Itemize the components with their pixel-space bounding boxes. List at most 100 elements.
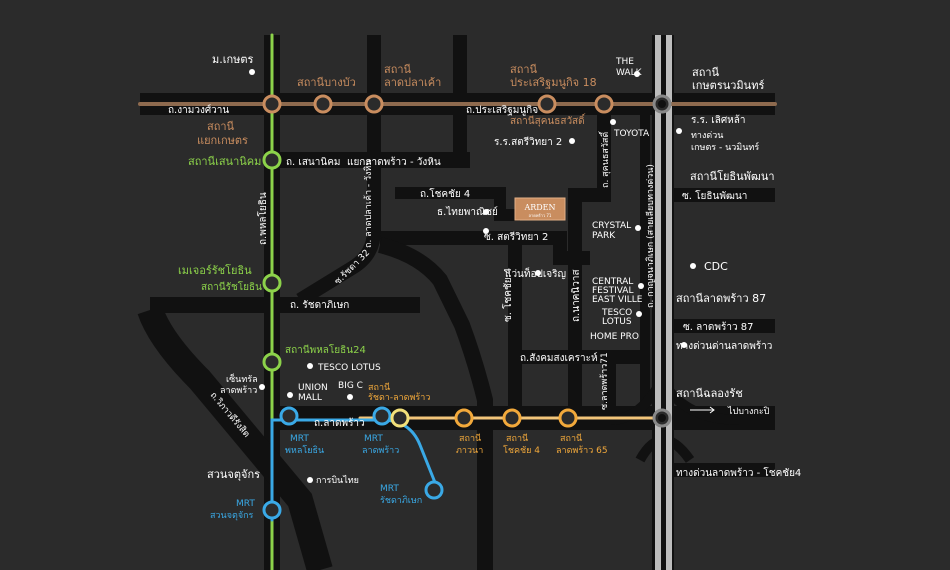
label-thewalk-2: WALK [616, 68, 643, 78]
brown-stations [262, 94, 614, 114]
label-kasetnawamin-1: สถานี [692, 66, 720, 79]
label-ratchayothin: สถานีรัชโยธิน [201, 280, 262, 293]
label-latphrao-road: ถ.ลาดพร้าว [314, 417, 365, 429]
label-bigc: BIG C [338, 381, 363, 391]
station-lat65[interactable] [558, 408, 578, 428]
station-mrt-phahon[interactable] [279, 406, 299, 426]
label-thewalk-1: THE [615, 57, 634, 67]
label-central-3: EAST VILLE [592, 295, 643, 305]
label-mrt-lat-1: MRT [364, 434, 383, 444]
label-ngamwongwan: ถ.งามวงศ์วาน [168, 104, 229, 116]
label-major: เมเจอร์รัชโยธิน [178, 263, 252, 277]
label-thai-airways: การบินไทย [316, 475, 359, 486]
station-phahon24[interactable] [262, 352, 282, 372]
road-curve-mid [377, 237, 493, 570]
station-prasert18[interactable] [537, 94, 557, 114]
label-crystal-1: CRYSTAL [592, 221, 631, 231]
label-lat87-road: ซ. ลาดพร้าว 87 [683, 321, 753, 333]
label-toyota: TOYOTA [613, 129, 650, 139]
arden-title: ARDEN [523, 203, 555, 212]
station-mrt-chatuchak[interactable] [262, 500, 282, 520]
label-crystal-2: PARK [592, 231, 616, 241]
label-sangkhom: ถ.สังคมสงเคราะห์ [520, 352, 598, 364]
station-mrt-ratchada[interactable] [424, 480, 444, 500]
label-central-2: FESTIVAL [592, 286, 633, 296]
station-kaset-inner [658, 100, 666, 108]
label-ratchada32: ซ.รัชดา 32 [333, 248, 372, 287]
label-chalong: สถานีฉลองรัช [676, 387, 743, 400]
label-chokchai4-v: ซ. โชคชัย 4 [501, 268, 514, 322]
label-mrt-phahon-1: MRT [290, 434, 309, 444]
label-mrt-lat-2: ลาดพร้าว [362, 445, 399, 456]
label-chokchai-2: โชคชัย 4 [503, 445, 540, 456]
label-lert: ร.ร. เลิศหล้า [691, 114, 746, 126]
label-yothin-station: สถานีโยธินพัฒนา [690, 169, 775, 183]
label-phahon-road: ถ.พหลโยธิน [256, 192, 269, 245]
label-yaekkaset-2: แยกเกษตร [197, 134, 248, 147]
label-senanikhom-station: สถานีเสนานิคม [188, 155, 261, 168]
label-nakniwat: ถ.นาคนิวาส [571, 269, 582, 322]
label-exp-lat-chok: ทางด่วนลาดพร้าว - โชคชัย4 [676, 466, 801, 479]
label-chokchai-1: สถานี [506, 433, 528, 444]
station-bangbua[interactable] [313, 94, 333, 114]
label-tesco2-1: TESCO [601, 308, 632, 318]
label-union-2: MALL [298, 393, 322, 403]
label-yaekkaset-1: สถานี [207, 120, 235, 133]
label-kanchana: ถ. กาญจนาภิเษก (สายเลียบทางด่วน) [645, 164, 656, 308]
label-bangkapi: ไปบางกะปิ [727, 406, 770, 417]
station-ratchayothin[interactable] [262, 273, 282, 293]
green-stations [262, 150, 282, 372]
label-ratchada-lat-1: สถานี [368, 382, 390, 393]
label-chatuchak-top: สวนจตุจักร [207, 468, 260, 481]
arden-sub: ลาดพร้าว 71 [529, 213, 552, 218]
station-latplakhao[interactable] [364, 94, 384, 114]
label-kasetnawamin-2: เกษตรนวมินทร์ [692, 79, 764, 92]
label-lat71: ซ.ลาดพร้าว71 [599, 352, 610, 410]
label-lat87-station: สถานีลาดพร้าว 87 [676, 292, 766, 305]
station-kaset[interactable] [262, 94, 282, 114]
label-exp-kn-2: เกษตร - นวมินทร์ [691, 141, 759, 153]
label-satri-school: ร.ร.สตรีวิทยา 2 [494, 136, 562, 148]
label-prasert-2: ประเสริฐมนูกิจ 18 [510, 76, 597, 89]
label-latplakhao-2: ลาดปลาเค้า [384, 76, 441, 89]
label-central-lat-1: เซ็นทรัล [226, 372, 258, 385]
label-sukhon: สถานีสุคนธสวัสดิ์ [510, 113, 586, 127]
road-curve-left [296, 229, 381, 306]
station-chokchai4[interactable] [502, 408, 522, 428]
label-union-1: UNION [298, 383, 328, 393]
label-sukhon-road: ถ. สุคนธสวัสดิ์ [598, 130, 611, 188]
label-phawana-1: สถานี [459, 433, 481, 444]
station-sukhon[interactable] [594, 94, 614, 114]
label-kaset-univ: ม.เกษตร [212, 53, 254, 66]
label-exp-lat: ทางด่วนด่านลาดพร้าว [676, 340, 772, 352]
label-satri2: ซ. สตรีวิทยา 2 [484, 231, 548, 243]
label-lat-wanghin: ถ. ลาดปลาเค้า - วังหิน [363, 159, 374, 248]
road-sukhon [568, 104, 611, 270]
orange-stations [454, 408, 578, 428]
station-senanikhom[interactable] [262, 150, 282, 170]
label-phawana-2: ภาวนา [456, 446, 483, 456]
station-phawana[interactable] [454, 408, 474, 428]
station-mrt-lat[interactable] [372, 406, 392, 426]
label-homepro: HOME PRO [590, 332, 639, 342]
road-chokchai4-h [395, 187, 520, 221]
label-mrt-chatuchak-2: สวนจตุจักร [210, 511, 254, 521]
arrow-bangkapi [690, 406, 715, 414]
label-phahon24: สถานีพหลโยธิน24 [285, 343, 366, 356]
road-vibhavadi [137, 305, 333, 570]
label-prasert-road: ถ.ประเสริฐมนูกิจ [466, 105, 538, 116]
station-ratchada-lat[interactable] [390, 408, 410, 428]
label-senanikhom-junction: แยกลาดพร้าว - วังหิน [347, 156, 441, 168]
station-chalong-inner [658, 414, 666, 422]
label-mrt-phahon-2: พหลโยธิน [285, 445, 324, 456]
label-waen: แว่นท็อปเจริญ [505, 266, 566, 280]
blue-stations [262, 406, 444, 520]
label-mrt-chatuchak-1: MRT [236, 499, 255, 509]
label-lat65-1: สถานี [560, 433, 582, 444]
label-ratchada-lat-2: รัชดา-ลาดพร้าว [368, 392, 430, 403]
label-tesco2-2: LOTUS [602, 317, 632, 327]
label-ratchada-road: ถ. รัชดาภิเษก [290, 300, 349, 311]
label-mrt-ratchada-1: MRT [380, 484, 399, 494]
